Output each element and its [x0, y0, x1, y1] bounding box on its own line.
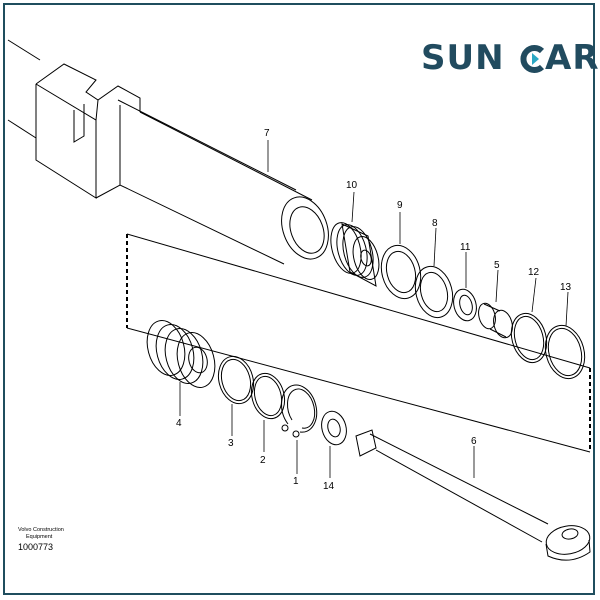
- suncar-logo: SUN AR: [421, 38, 599, 78]
- callout-10: 10: [346, 180, 358, 191]
- part-7-cylinder-tube: [35, 63, 329, 265]
- callout-11: 11: [460, 242, 471, 253]
- part-11-ring: [453, 288, 477, 322]
- image-frame: [3, 3, 595, 595]
- assembly-boundary: [126, 234, 591, 452]
- part-4-piston-head: [146, 320, 216, 388]
- footer-company-line1: Volvo Construction: [18, 527, 64, 533]
- part-3-ring: [217, 355, 255, 405]
- callout-labels: 7 10 9 8 11 5 12 13 4 3 2 1 14 6: [176, 128, 572, 492]
- callout-7: 7: [264, 128, 270, 139]
- callout-9: 9: [397, 200, 403, 211]
- part-8-ring: [414, 265, 454, 319]
- rod-stub: [7, 39, 41, 139]
- callout-1: 1: [293, 476, 299, 487]
- callout-13: 13: [560, 282, 572, 293]
- callout-14: 14: [323, 481, 335, 492]
- callout-5: 5: [494, 260, 500, 271]
- leader-lines: [179, 140, 569, 478]
- callout-2: 2: [260, 455, 266, 466]
- part-13-ring: [544, 324, 586, 380]
- logo-c-emblem-icon: [520, 45, 545, 73]
- logo-text-sun: SUN: [421, 38, 505, 78]
- callout-3: 3: [228, 438, 234, 449]
- part-5-bushing: [478, 302, 513, 339]
- assembly-line-top: [126, 233, 591, 369]
- callout-4: 4: [176, 418, 182, 429]
- callout-6: 6: [471, 436, 477, 447]
- part-9-ring: [380, 244, 422, 300]
- part-6-piston-rod: [355, 429, 591, 561]
- callout-12: 12: [528, 267, 540, 278]
- assembly-line-bottom: [126, 327, 591, 453]
- footer-company-line2: Equipment: [26, 534, 53, 540]
- callout-8: 8: [432, 218, 438, 229]
- part-14-nut: [321, 410, 347, 446]
- figure-footer: Volvo Construction Equipment 1000773: [18, 527, 128, 552]
- logo-text-ar: AR: [545, 38, 600, 78]
- part-2-ring: [250, 372, 286, 420]
- part-10-piston: [330, 222, 380, 287]
- part-1-snap-ring: [281, 384, 318, 438]
- part-12-ring: [510, 312, 548, 364]
- figure-id: 1000773: [18, 542, 54, 552]
